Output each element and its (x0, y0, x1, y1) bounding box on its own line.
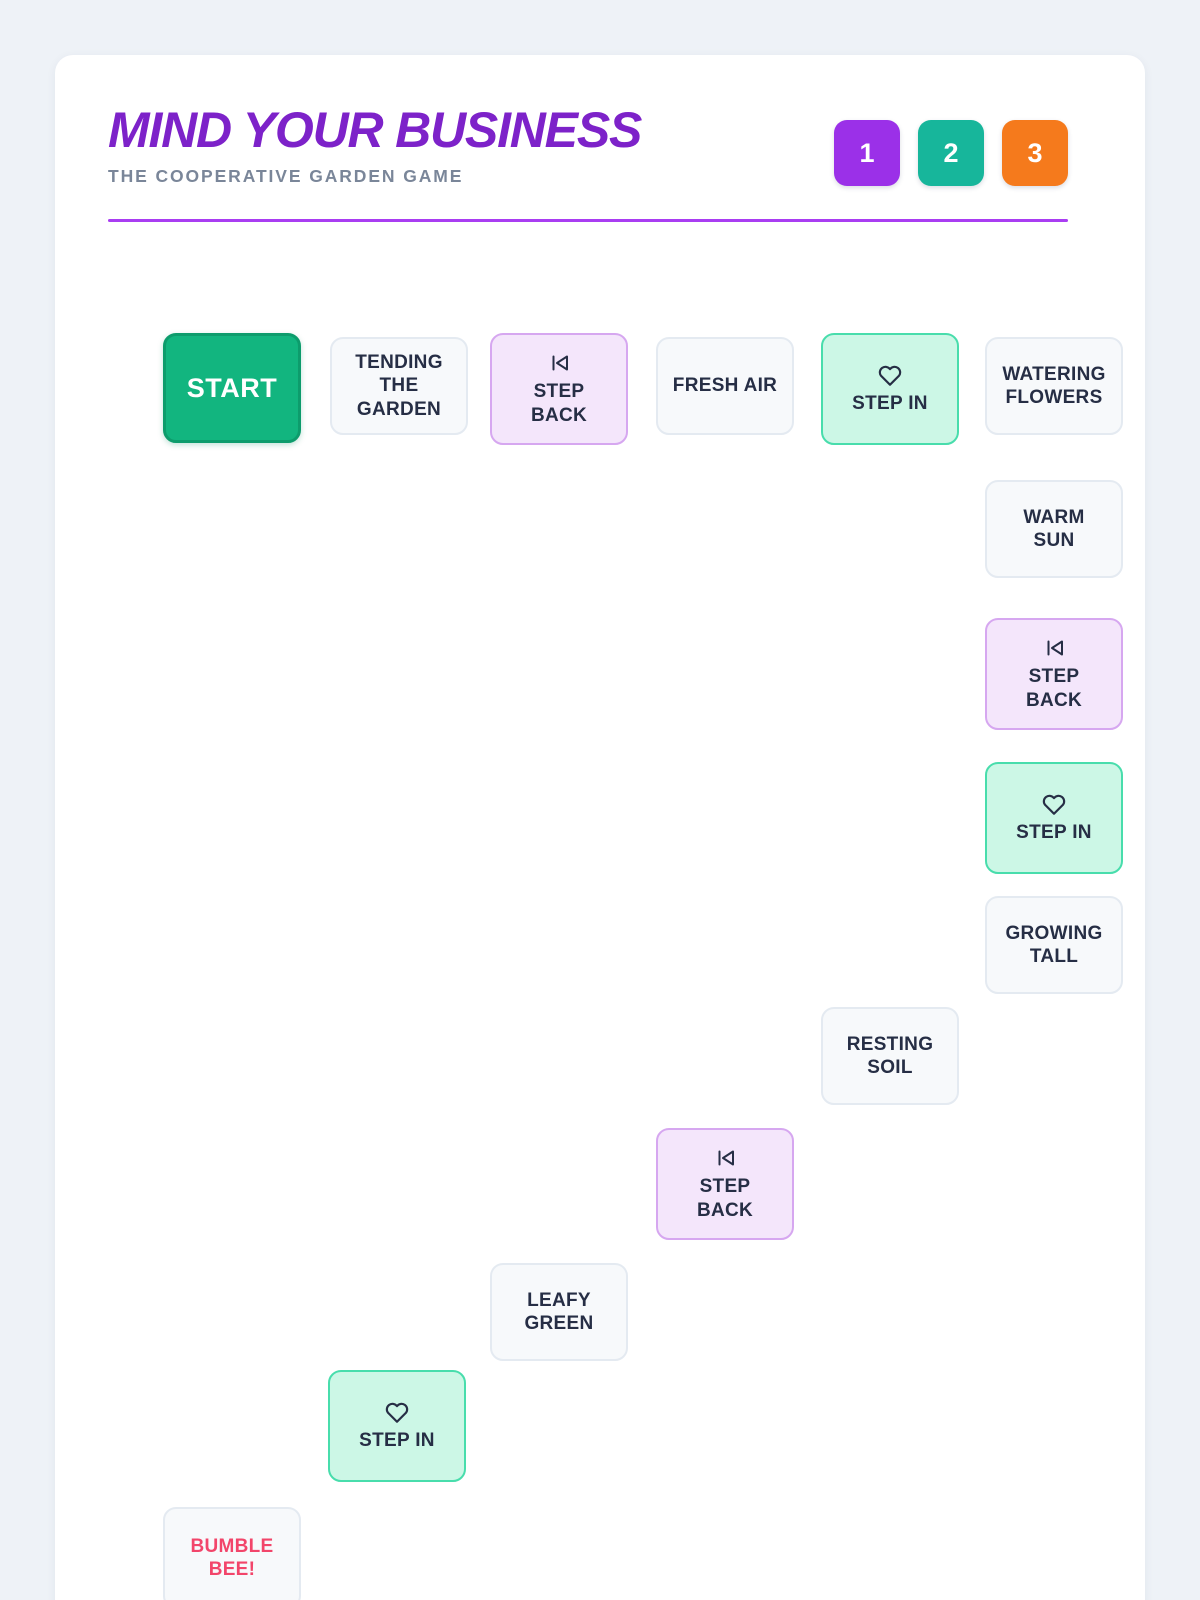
board-tile-label: STEP BACK (696, 1176, 754, 1221)
game-board: START TENDING THE GARDEN STEP BACK FRESH AI… (55, 55, 1145, 1600)
board-tile-leafy-green[interactable]: LEAFY GREEN (490, 1263, 628, 1361)
header: MIND YOUR BUSINESS THE COOPERATIVE GARDE… (108, 105, 1068, 235)
board-tile-growing-tall[interactable]: GROWING TALL (985, 896, 1123, 994)
player-token-list: 1 2 3 (834, 120, 1068, 186)
board-tile-label: WARM SUN (1023, 506, 1085, 551)
page-subtitle: THE COOPERATIVE GARDEN GAME (108, 166, 464, 186)
player-token-2[interactable]: 2 (918, 120, 984, 186)
header-divider (108, 219, 1068, 222)
board-tile-step-back-1[interactable]: STEP BACK (490, 333, 628, 445)
player-token-label: 2 (943, 137, 959, 168)
player-token-label: 1 (859, 137, 875, 168)
board-tile-watering-flowers[interactable]: WATERING FLOWERS (985, 337, 1123, 435)
heart-icon (1041, 792, 1067, 816)
skip-back-icon (546, 351, 572, 375)
board-tile-tending-garden[interactable]: TENDING THE GARDEN (330, 337, 468, 435)
board-tile-step-in-2[interactable]: STEP IN (985, 762, 1123, 874)
board-tile-label: STEP IN (359, 1429, 435, 1451)
board-tile-label: RESTING SOIL (846, 1033, 934, 1078)
board-tile-label: WATERING FLOWERS (1002, 363, 1106, 408)
board-tile-label: STEP IN (852, 392, 928, 414)
heart-icon (384, 1400, 410, 1424)
board-tile-step-in-3[interactable]: STEP IN (328, 1370, 466, 1482)
board-tile-label: STEP BACK (530, 381, 588, 426)
board-tile-label: FRESH AIR (672, 375, 778, 397)
board-tile-bumble-bee[interactable]: BUMBLE BEE! (163, 1507, 301, 1600)
board-tile-label: STEP IN (1016, 821, 1092, 843)
heart-icon (877, 363, 903, 387)
title-block: MIND YOUR BUSINESS THE COOPERATIVE GARDE… (108, 102, 642, 187)
board-tile-label: BUMBLE BEE! (190, 1535, 274, 1580)
board-tile-label: LEAFY GREEN (524, 1289, 594, 1334)
board-tile-start[interactable]: START (163, 333, 301, 443)
board-tile-label: STEP BACK (1025, 666, 1083, 711)
board-tile-label: TENDING THE GARDEN (355, 352, 443, 420)
player-token-3[interactable]: 3 (1002, 120, 1068, 186)
board-tile-step-in-1[interactable]: STEP IN (821, 333, 959, 445)
board-tile-warm-sun[interactable]: WARM SUN (985, 480, 1123, 578)
game-card: MIND YOUR BUSINESS THE COOPERATIVE GARDE… (55, 55, 1145, 1600)
board-tile-label: START (186, 372, 278, 403)
board-tile-step-back-3[interactable]: STEP BACK (656, 1128, 794, 1240)
skip-back-icon (712, 1146, 738, 1170)
player-token-label: 3 (1027, 137, 1043, 168)
page-title: MIND YOUR BUSINESS (108, 102, 642, 158)
player-token-1[interactable]: 1 (834, 120, 900, 186)
skip-back-icon (1041, 636, 1067, 660)
board-tile-step-back-2[interactable]: STEP BACK (985, 618, 1123, 730)
board-tile-resting-soil[interactable]: RESTING SOIL (821, 1007, 959, 1105)
board-tile-fresh-air[interactable]: FRESH AIR (656, 337, 794, 435)
board-tile-label: GROWING TALL (1005, 922, 1103, 967)
